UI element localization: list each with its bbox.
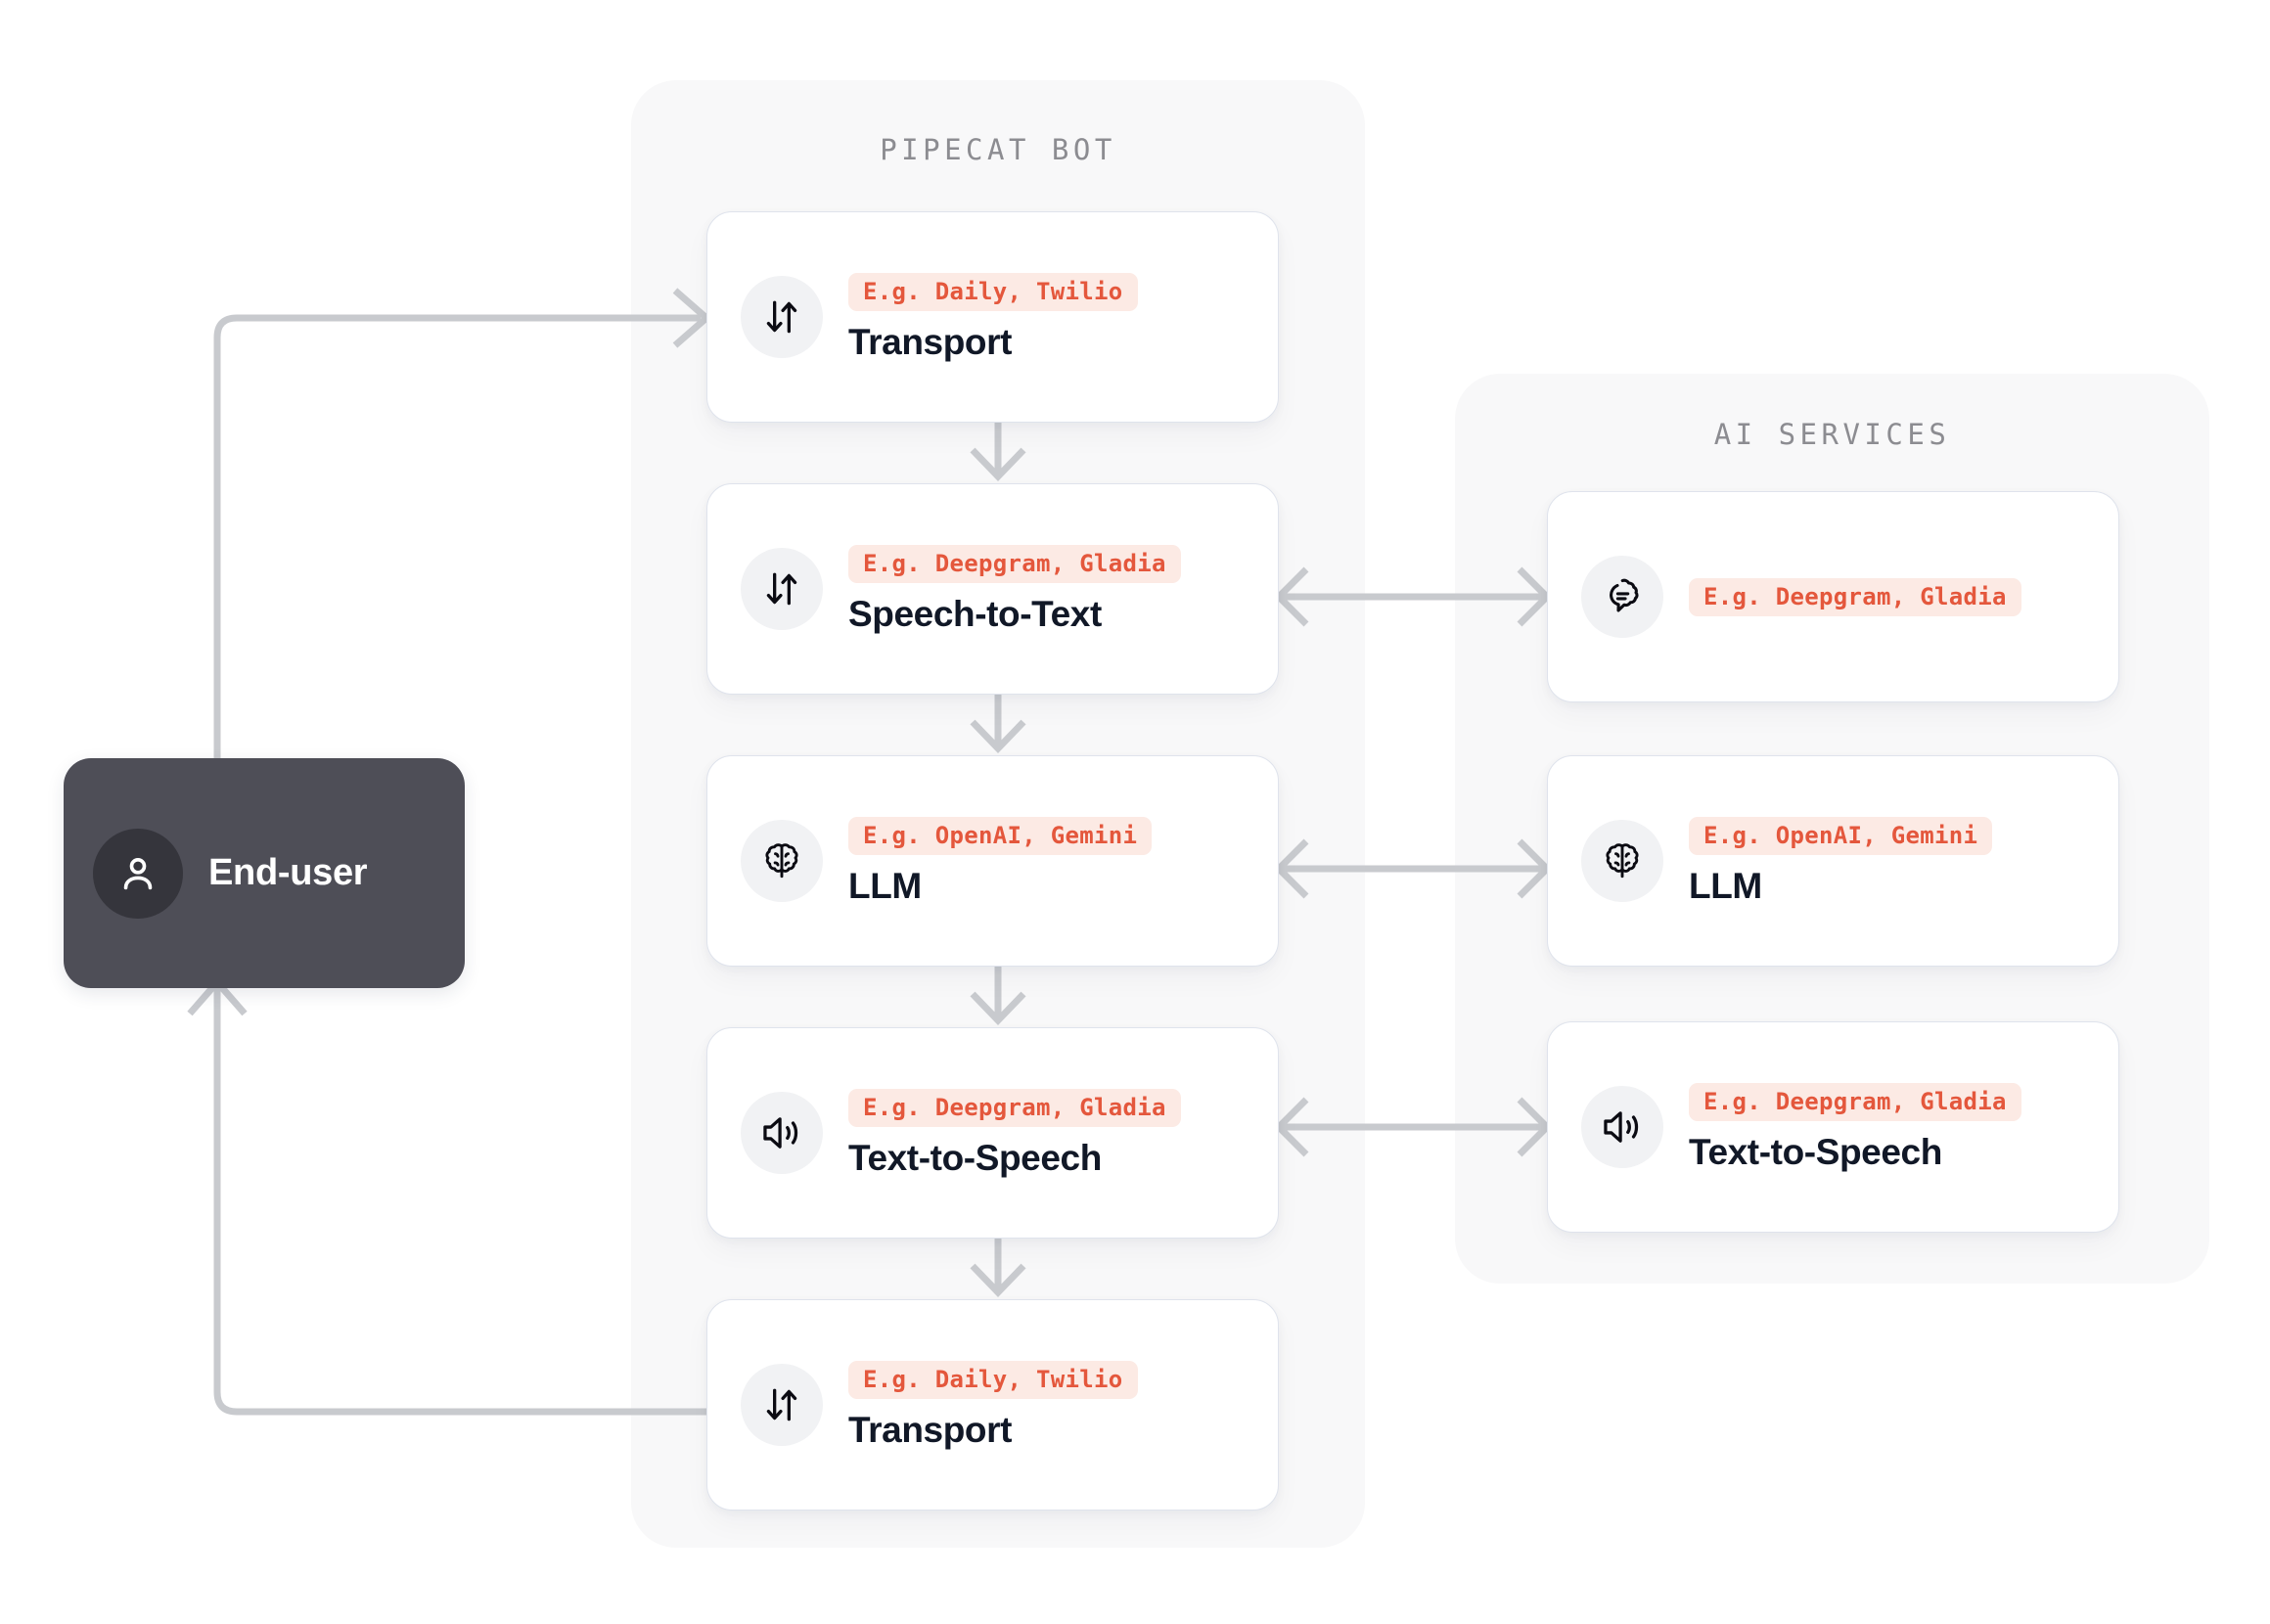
pipeline-card-transport-in[interactable]: E.g. Daily, Twilio Transport (706, 211, 1279, 423)
speaker-icon (1581, 1086, 1663, 1168)
pipeline-card-text-to-speech[interactable]: E.g. Deepgram, Gladia Text-to-Speech (706, 1027, 1279, 1239)
person-icon (93, 828, 183, 919)
connector-transport-to-enduser (187, 976, 706, 1416)
speaker-icon (741, 1092, 823, 1174)
service-card-text-to-speech[interactable]: E.g. Deepgram, Gladia Text-to-Speech (1547, 1021, 2119, 1233)
pipeline-card-speech-to-text[interactable]: E.g. Deepgram, Gladia Speech-to-Text (706, 483, 1279, 695)
card-title: Speech-to-Text (848, 593, 1102, 634)
end-user-node[interactable]: End-user (64, 758, 465, 988)
card-badge: E.g. Deepgram, Gladia (1689, 577, 2021, 616)
card-title: Transport (848, 1409, 1013, 1450)
ai-services-title: AI SERVICES (1713, 418, 1951, 451)
card-badge: E.g. Deepgram, Gladia (848, 544, 1181, 583)
brain-icon (1581, 820, 1663, 902)
service-card-speech-to-text[interactable]: E.g. Deepgram, Gladia (1547, 491, 2119, 702)
card-badge: E.g. Daily, Twilio (848, 1360, 1138, 1399)
card-badge: E.g. Deepgram, Gladia (1689, 1082, 2021, 1121)
card-title: Text-to-Speech (848, 1137, 1102, 1178)
card-badge: E.g. OpenAI, Gemini (1689, 816, 1993, 855)
card-title: LLM (848, 865, 922, 906)
pipeline-card-transport-out[interactable]: E.g. Daily, Twilio Transport (706, 1299, 1279, 1511)
end-user-label: End-user (208, 852, 368, 893)
transfer-icon (741, 276, 823, 358)
pipecat-bot-title: PIPECAT BOT (880, 133, 1116, 166)
speech-bubble-icon (1581, 556, 1663, 638)
brain-icon (741, 820, 823, 902)
card-title: Text-to-Speech (1689, 1131, 1942, 1172)
card-badge: E.g. Daily, Twilio (848, 272, 1138, 311)
card-badge: E.g. Deepgram, Gladia (848, 1088, 1181, 1127)
card-title: LLM (1689, 865, 1762, 906)
card-badge: E.g. OpenAI, Gemini (848, 816, 1153, 855)
service-card-llm[interactable]: E.g. OpenAI, Gemini LLM (1547, 755, 2119, 967)
card-title: Transport (848, 321, 1013, 362)
transfer-icon (741, 1364, 823, 1446)
transfer-icon (741, 548, 823, 630)
pipeline-card-llm[interactable]: E.g. OpenAI, Gemini LLM (706, 755, 1279, 967)
